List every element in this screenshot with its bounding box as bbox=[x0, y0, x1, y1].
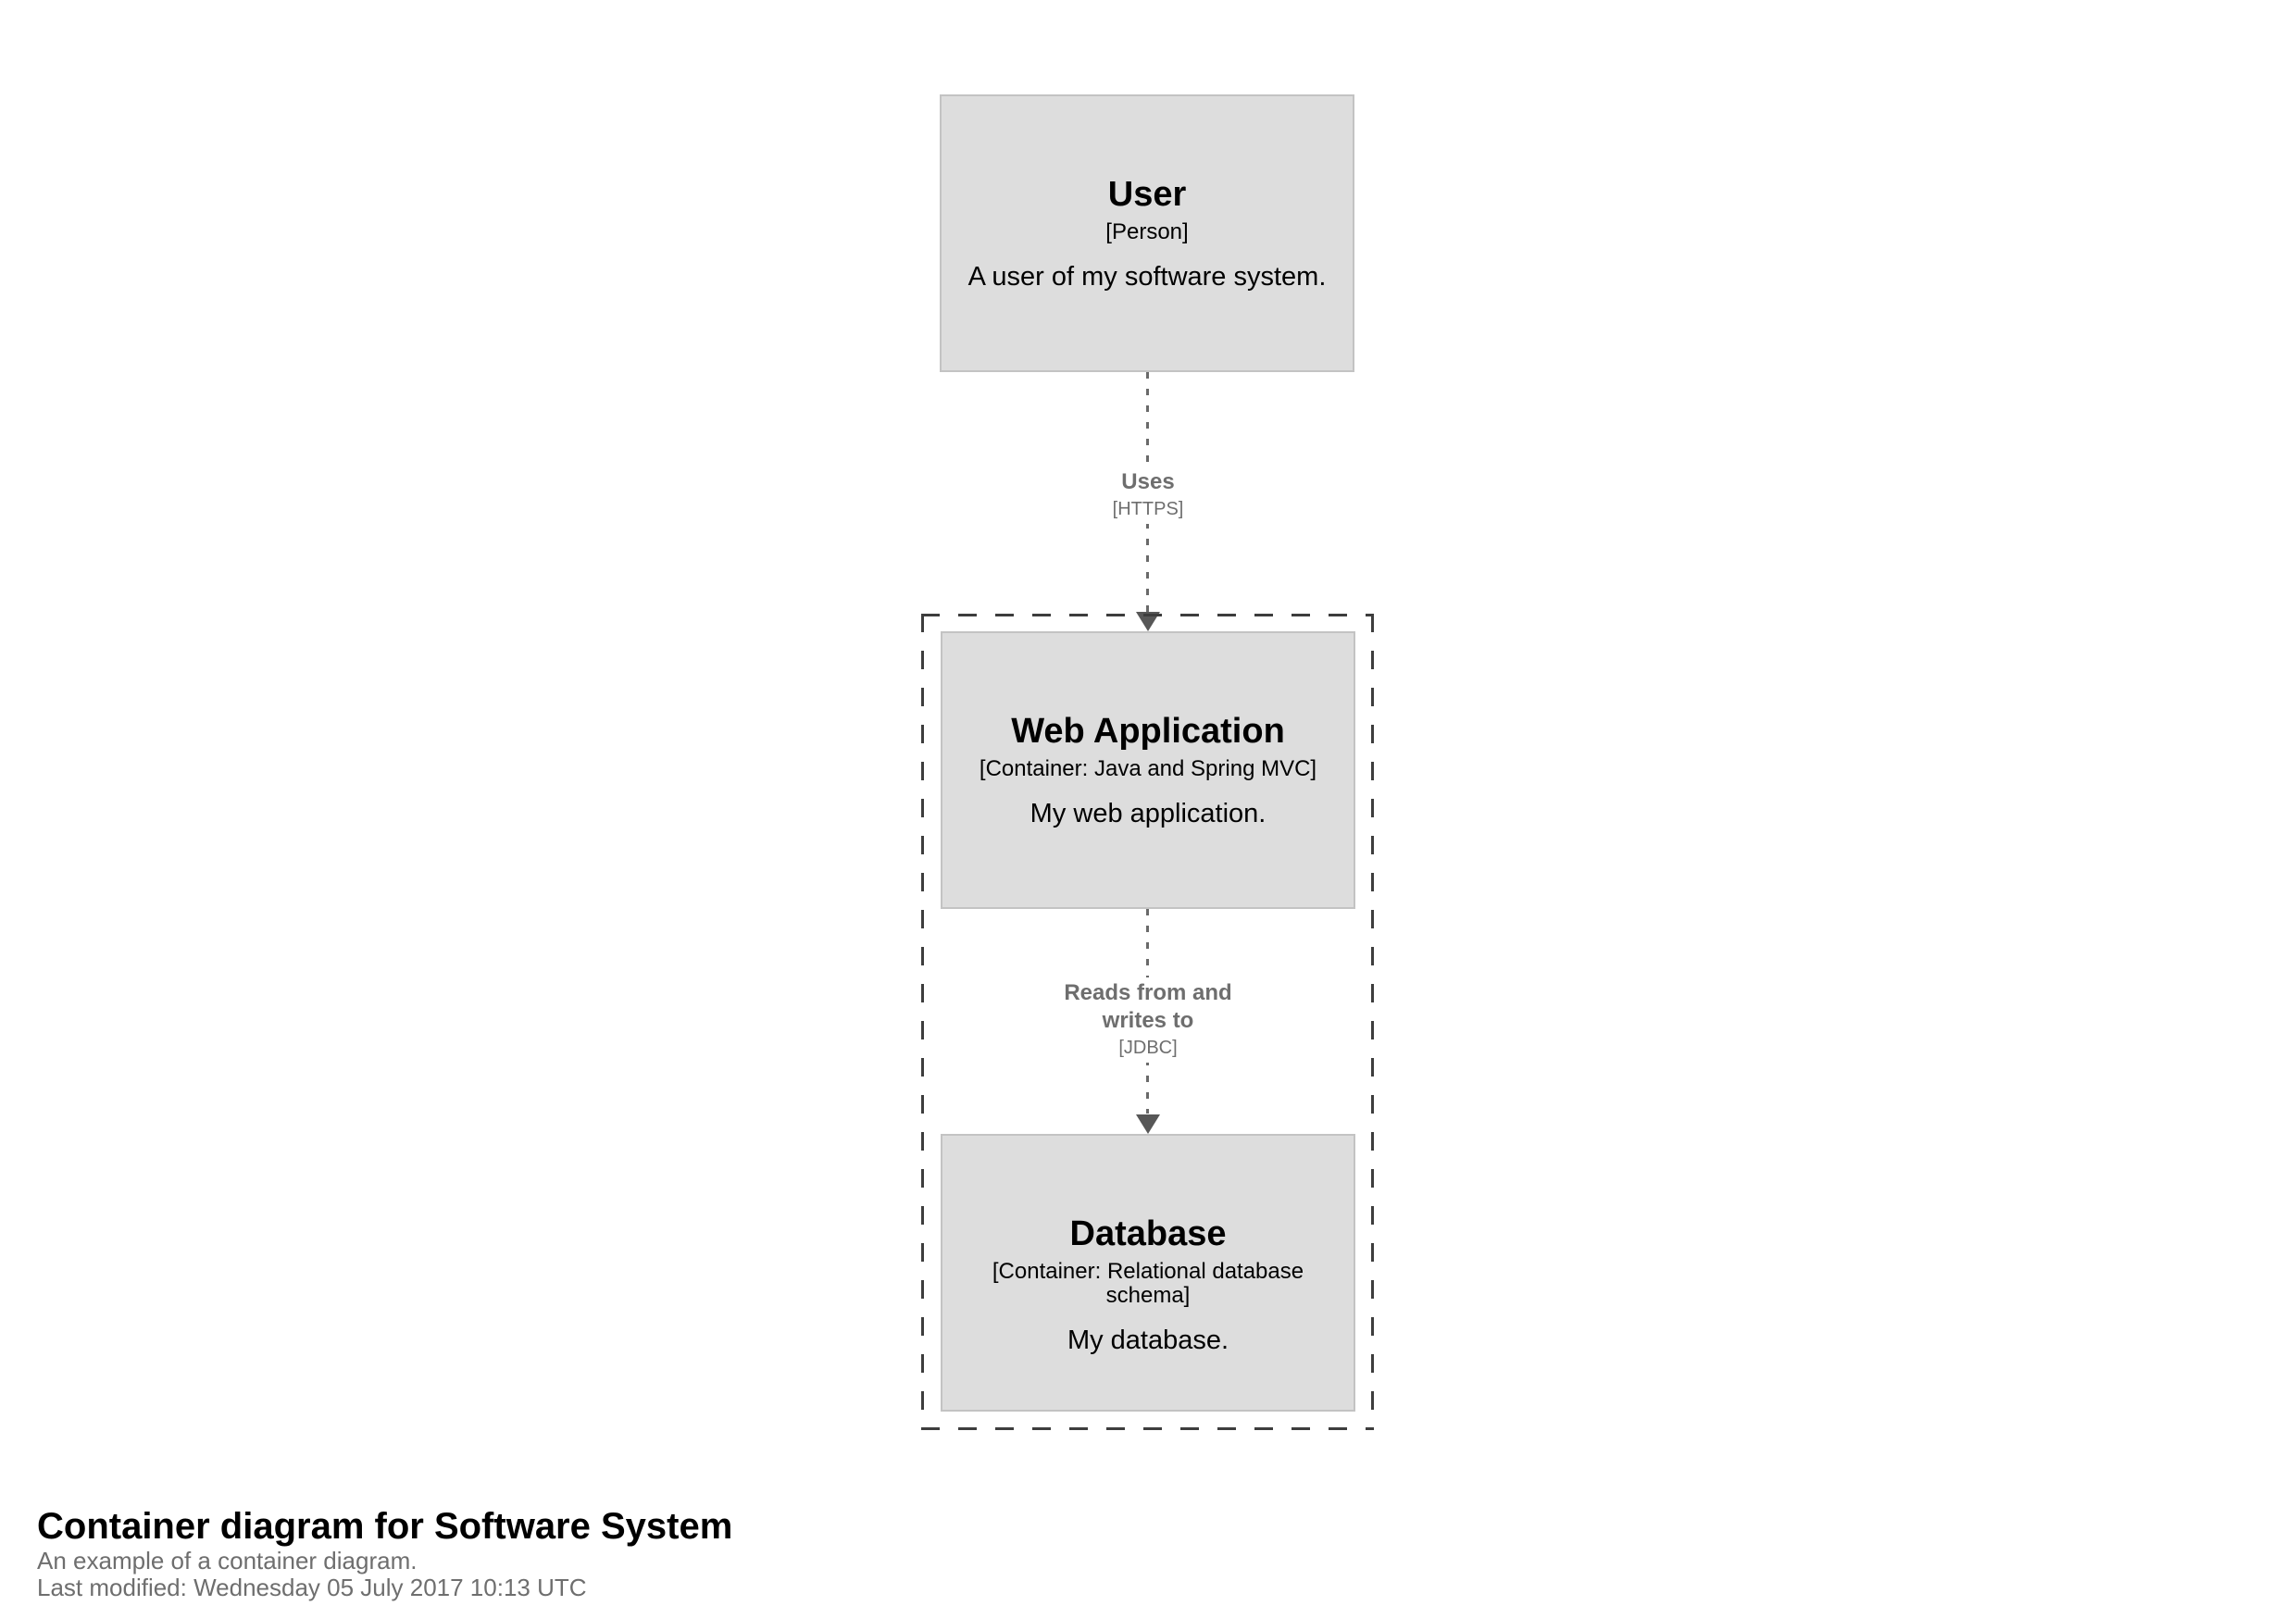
element-name: Database bbox=[1069, 1214, 1227, 1253]
diagram-subtitle: An example of a container diagram. bbox=[37, 1547, 418, 1574]
diagram-title: Container diagram for Software System bbox=[37, 1506, 733, 1547]
element-name: User bbox=[1107, 175, 1187, 214]
element-description: My web application. bbox=[1029, 799, 1267, 828]
element-box-database: Database [Container: Relational database… bbox=[941, 1134, 1355, 1412]
relationship-name-line2: writes to bbox=[1102, 1008, 1194, 1033]
relationship-technology: [JDBC] bbox=[1118, 1038, 1178, 1058]
element-metadata: [Container: Relational database schema] bbox=[992, 1259, 1304, 1308]
relationship-label-reads-writes: Reads from and writes to [JDBC] bbox=[1054, 977, 1242, 1063]
element-box-user: User [Person] A user of my software syst… bbox=[940, 94, 1354, 372]
relationship-technology: [HTTPS] bbox=[1112, 499, 1184, 519]
relationship-name: Uses bbox=[1121, 469, 1175, 494]
relationship-label-uses: Uses [HTTPS] bbox=[1103, 467, 1193, 524]
element-metadata: [Person] bbox=[1105, 219, 1189, 244]
arrowhead-down-icon bbox=[1136, 1114, 1160, 1134]
relationship-name-line1: Reads from and bbox=[1064, 980, 1232, 1005]
element-description: My database. bbox=[1067, 1326, 1229, 1355]
diagram-last-modified: Last modified: Wednesday 05 July 2017 10… bbox=[37, 1574, 587, 1601]
diagram-footer: Container diagram for Software System An… bbox=[37, 1505, 732, 1601]
element-description: A user of my software system. bbox=[967, 262, 1327, 292]
element-metadata: [Container: Java and Spring MVC] bbox=[979, 756, 1317, 781]
element-box-web-application: Web Application [Container: Java and Spr… bbox=[941, 631, 1355, 909]
element-name: Web Application bbox=[1011, 712, 1285, 751]
